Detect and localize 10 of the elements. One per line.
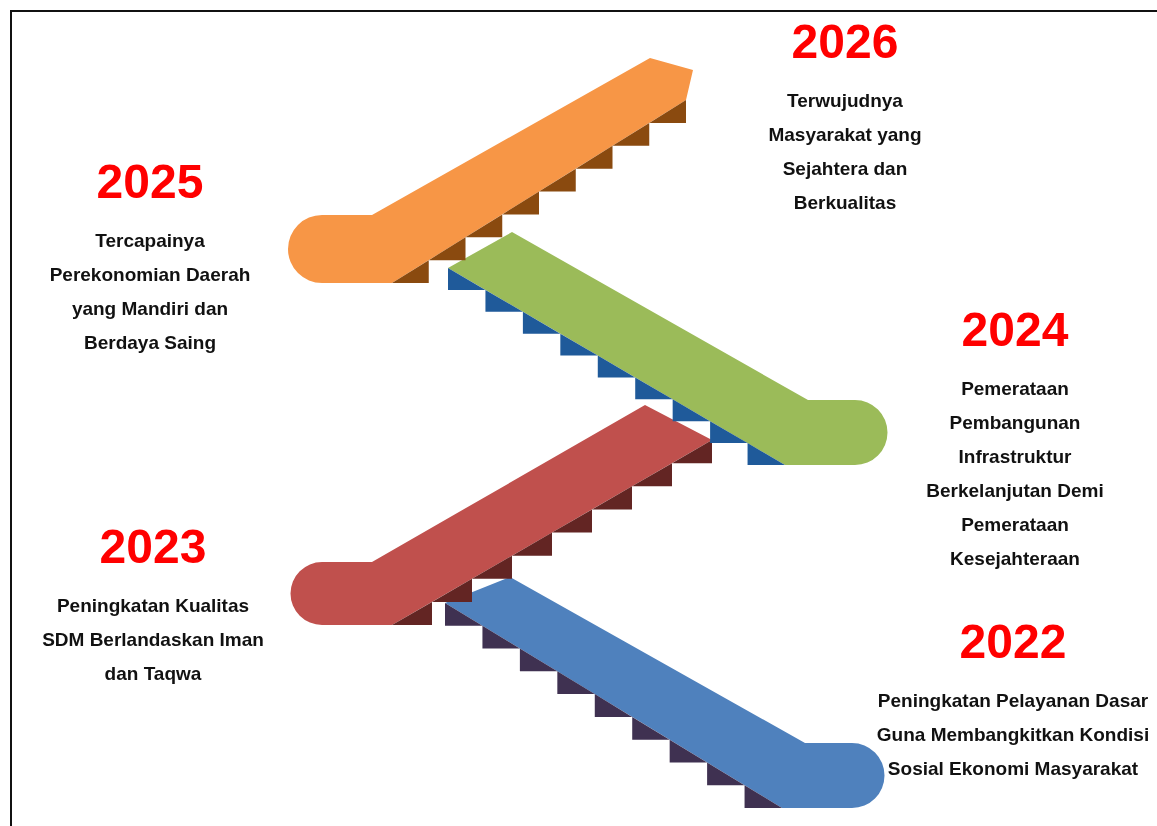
milestone-text: Peningkatan Pelayanan Dasar Guna Membangkitkan Kondisi Sosial Ekonomi Masyarakat bbox=[875, 689, 1151, 781]
year-label: 2023 bbox=[99, 523, 207, 571]
milestone-text: Tercapainya Perekonomian Daerah yang Mandiri dan Berdaya Saing bbox=[48, 229, 252, 355]
milestone-text: Terwujudnya Masyarakat yang Sejahtera dan Berkualitas bbox=[767, 89, 923, 215]
milestone-text: Peningkatan Kualitas SDM Berlandaskan Iman dan Taqwa bbox=[41, 594, 265, 686]
year-label: 2022 bbox=[959, 618, 1067, 666]
milestone-text: Pemerataan Pembangunan Infrastruktur Berkelanjutan Demi Pemerataan Kesejahteraan bbox=[925, 377, 1105, 571]
year-label: 2025 bbox=[96, 158, 204, 206]
year-label: 2026 bbox=[791, 18, 899, 66]
year-label: 2024 bbox=[961, 306, 1069, 354]
